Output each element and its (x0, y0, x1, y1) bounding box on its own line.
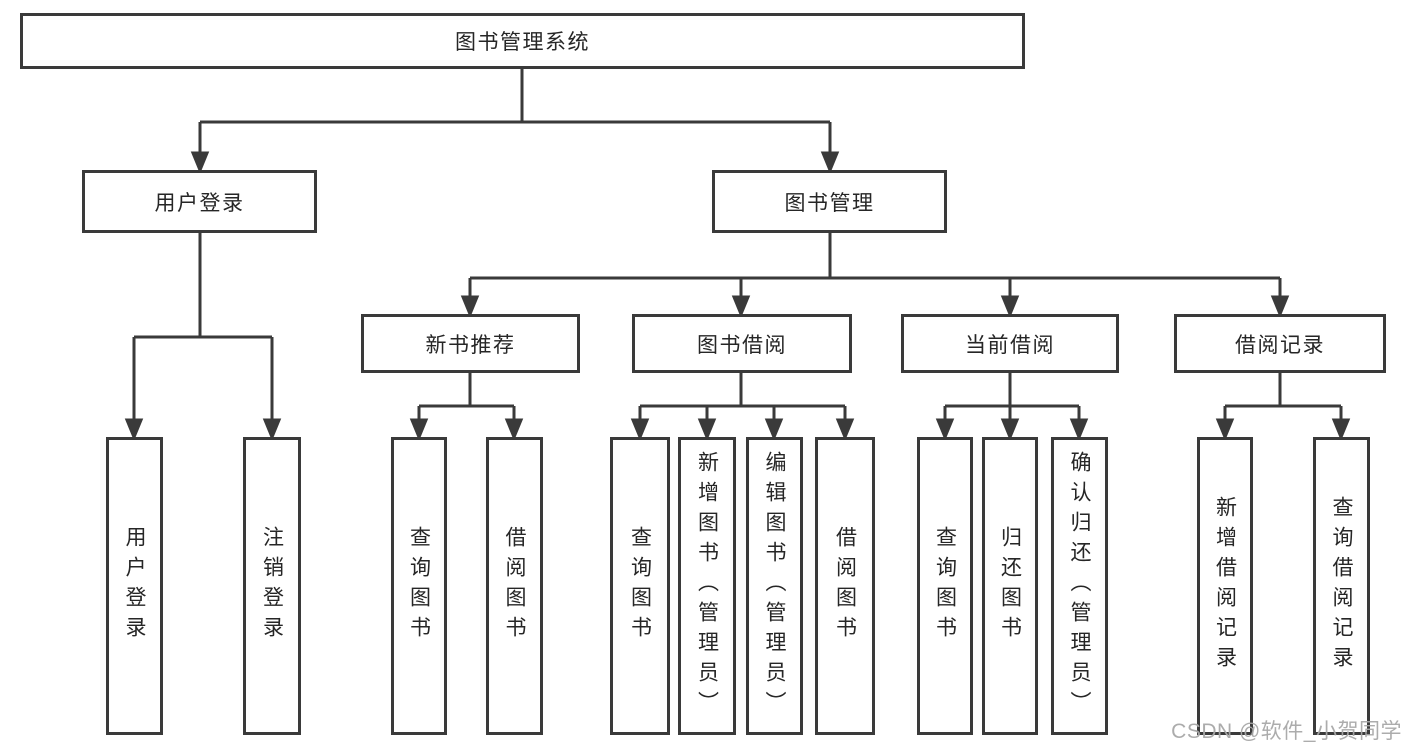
node-label: 新增图书（管理员） (695, 451, 719, 721)
connector-root (190, 69, 840, 174)
node-label: 图书管理系统 (455, 31, 590, 54)
node-label: 用户登录 (154, 191, 245, 215)
node-book-management: 图书管理 (712, 170, 947, 233)
leaf-return-books: 归还图书 (982, 437, 1038, 735)
node-label: 图书管理 (784, 191, 875, 215)
leaf-add-books-admin: 新增图书（管理员） (678, 437, 736, 735)
node-label: 借阅记录 (1235, 333, 1325, 357)
node-user-login: 用户登录 (82, 170, 317, 233)
node-library-management-system: 图书管理系统 (20, 13, 1025, 69)
node-label: 图书借阅 (697, 333, 787, 357)
node-label: 当前借阅 (965, 333, 1055, 357)
watermark: CSDN @软件_小贺同学 (1171, 720, 1402, 743)
node-label: 查询借阅记录 (1330, 496, 1353, 676)
leaf-borrow-books: 借阅图书 (815, 437, 875, 735)
leaf-logout: 注销登录 (243, 437, 301, 735)
node-label: 新书推荐 (425, 333, 516, 357)
node-label: 借阅图书 (833, 526, 857, 646)
node-label: 编辑图书（管理员） (763, 451, 786, 721)
leaf-user-login: 用户登录 (106, 437, 163, 735)
connector-user-login (124, 233, 282, 441)
node-current-borrowing: 当前借阅 (901, 314, 1119, 373)
leaf-edit-books-admin: 编辑图书（管理员） (746, 437, 803, 735)
node-label: 借阅图书 (503, 526, 526, 646)
node-borrowing-records: 借阅记录 (1174, 314, 1386, 373)
leaf-query-books-borrow: 查询图书 (610, 437, 670, 735)
connector-book-borrowing (630, 373, 855, 441)
connector-book-management (460, 233, 1290, 318)
leaf-borrow-books-recommend: 借阅图书 (486, 437, 543, 735)
node-label: 归还图书 (998, 526, 1022, 646)
node-label: 确认归还（管理员） (1068, 451, 1091, 721)
leaf-confirm-return-admin: 确认归还（管理员） (1051, 437, 1108, 735)
leaf-query-books-current: 查询图书 (917, 437, 973, 735)
node-label: 查询图书 (933, 526, 957, 646)
connector-new-book-recommendation (409, 373, 524, 441)
leaf-query-borrow-record: 查询借阅记录 (1313, 437, 1370, 735)
node-new-book-recommendation: 新书推荐 (361, 314, 580, 373)
leaf-add-borrow-record: 新增借阅记录 (1197, 437, 1253, 735)
node-label: 查询图书 (628, 526, 652, 646)
node-book-borrowing: 图书借阅 (632, 314, 852, 373)
node-label: 新增借阅记录 (1213, 496, 1237, 676)
node-label: 查询图书 (407, 526, 431, 646)
leaf-query-books-recommend: 查询图书 (391, 437, 447, 735)
connector-current-borrowing (935, 373, 1089, 441)
node-label: 注销登录 (260, 526, 284, 646)
node-label: 用户登录 (123, 526, 146, 646)
connector-borrowing-records (1215, 373, 1351, 441)
